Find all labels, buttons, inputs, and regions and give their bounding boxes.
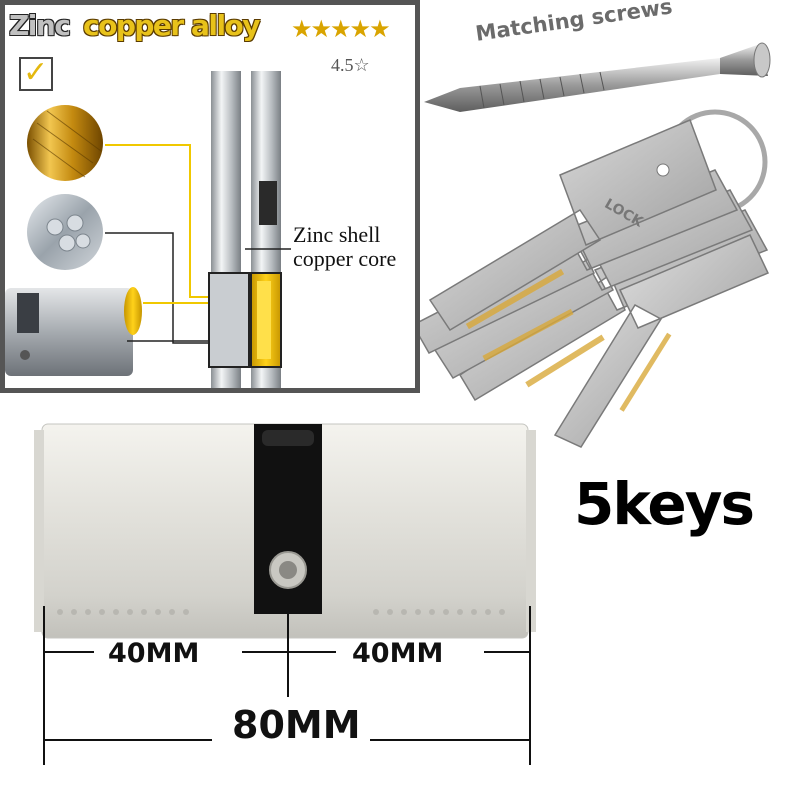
steel-bars-image: [27, 194, 103, 270]
checkbox: ✓: [19, 55, 53, 91]
rating-value: 4.5☆: [331, 55, 370, 75]
material-label: Zinc shell copper core: [293, 223, 396, 271]
dimension-left-label: 40MM: [108, 638, 200, 669]
title-copper-alloy: copper alloy: [83, 9, 261, 42]
keys-image: LOCK: [420, 109, 770, 448]
title-zinc: Zinc: [9, 9, 71, 42]
rating-stars: ★★★★★: [291, 15, 391, 43]
keys-count-label: 5keys: [574, 470, 755, 538]
inset-illustration: [5, 71, 291, 388]
lock-cylinder-diagram: [34, 423, 536, 765]
material-inset-content: Zinc copper alloy ★★★★★ 4.5☆ ✓ Zinc shel…: [5, 5, 415, 388]
screw-image: [424, 42, 771, 112]
checkmark-icon: ✓: [23, 55, 49, 90]
material-inset-panel: Zinc copper alloy ★★★★★ 4.5☆ ✓ Zinc shel…: [0, 0, 420, 393]
material-label-line2: copper core: [293, 246, 397, 271]
material-label-line1: Zinc shell: [293, 222, 381, 247]
dimension-total-label: 80MM: [232, 703, 361, 747]
dimension-right-label: 40MM: [352, 638, 444, 669]
